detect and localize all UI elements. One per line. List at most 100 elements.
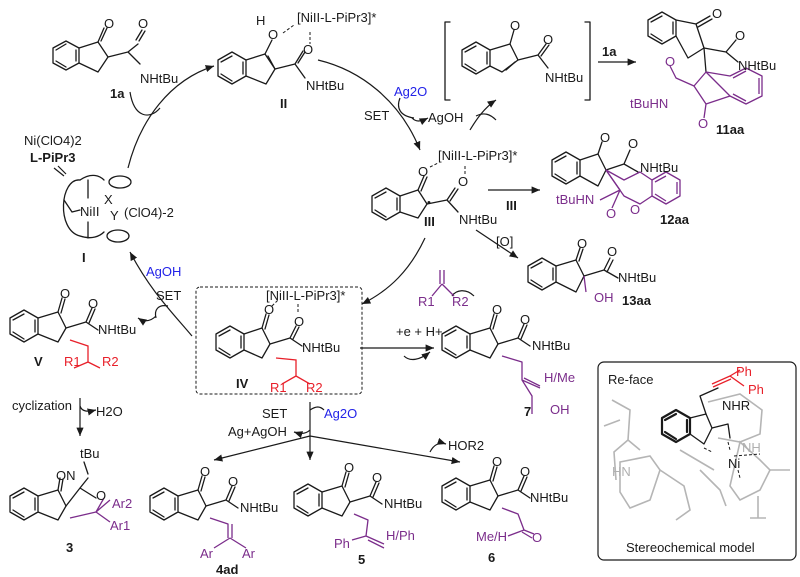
nickel-complex-label: [NiII-L-PiPr3]* (438, 148, 517, 163)
svg-text:O: O (607, 244, 617, 259)
svg-text:O: O (712, 6, 722, 21)
intermediate-curl-arrow (475, 113, 497, 121)
reagent-agoh: AgOH (428, 110, 463, 125)
substituent-label: tBuHN (556, 192, 594, 207)
svg-text:O: O (418, 164, 428, 179)
substituent-label: NHtBu (459, 212, 497, 227)
r1-label: R1 (418, 294, 435, 309)
ligand-x-label: X (104, 192, 113, 207)
agoh-release-arrow (411, 117, 429, 125)
terminal-substituent-label: H/Ph (386, 528, 415, 543)
compound-label: I (82, 250, 86, 265)
reagent-agoh: AgOH (146, 264, 181, 279)
nickel-complex-label: [NiII-L-PiPr3]* (266, 288, 345, 303)
catalyst-addition-arrow (53, 165, 67, 177)
svg-text:•: • (427, 197, 431, 209)
svg-text:O: O (630, 202, 640, 217)
substrate-1a-entry-arrow (129, 91, 161, 116)
svg-text:O: O (532, 530, 542, 545)
svg-text:O: O (268, 27, 278, 42)
compound-5: O O NHtBu Ph H/Ph 5 (293, 460, 422, 567)
cyclization-label: cyclization (12, 398, 72, 413)
to-intermediate-arrow (469, 99, 497, 131)
svg-text:O: O (372, 470, 382, 485)
svg-text:O: O (665, 54, 675, 69)
compound-label: IV (236, 376, 249, 391)
cycle-arrow-II-to-III (317, 59, 421, 151)
svg-text:O: O (264, 302, 274, 317)
r2-label: R2 (306, 380, 323, 395)
arrow-to-6 (309, 435, 461, 465)
substituent-label: NHtBu (98, 322, 136, 337)
ar1-label: Ar1 (110, 518, 130, 533)
water-label: H2O (96, 404, 123, 419)
compound-4ad: O O NHtBu Ar Ar 4ad (149, 464, 278, 577)
stereochemical-model: Re-face Ph Ph NHR Ni HN NH Stereochemica… (597, 361, 797, 561)
compound-label: 13aa (622, 293, 652, 308)
nickel-label: NiII (80, 204, 100, 219)
reduction-label: +e + H+ (396, 324, 443, 339)
alkene-reagent: R1 R2 (418, 270, 469, 309)
compound-7: O O NHtBu H/Me OH 7 (441, 302, 575, 419)
compound-3: ON O tBu Ar2 Ar1 3 (9, 446, 132, 555)
substituent-label: NHtBu (306, 78, 344, 93)
compound-label: 6 (488, 550, 495, 565)
svg-text:O: O (510, 18, 520, 33)
compound-13aa: O O OH NHtBu 13aa (527, 236, 656, 308)
svg-text:O: O (60, 286, 70, 301)
to-V-arrow (137, 315, 157, 326)
compound-11aa: O O O O NHtBu tBuHN 11aa (630, 6, 776, 137)
hydroxyl-label: OH (594, 290, 614, 305)
cycle-arrow-I-to-II (127, 65, 215, 169)
nickel-label: Ni (728, 456, 740, 471)
compound-label: 11aa (716, 122, 745, 137)
compound-label: 1a (110, 86, 125, 101)
hor2-release-arrow (429, 437, 447, 453)
ag2o-bottom-entry-arrow (309, 406, 325, 411)
ar-label: Ar (200, 546, 214, 561)
svg-text:O: O (344, 460, 354, 475)
terminal-substituent-label: Me/H (476, 529, 507, 544)
phenyl-label: Ph (748, 382, 764, 397)
svg-text:O: O (735, 28, 745, 43)
substituent-label: NHtBu (530, 490, 568, 505)
compound-label: 3 (66, 540, 73, 555)
phenyl-label: Ph (736, 364, 752, 379)
ag-agoh-label: Ag+AgOH (228, 424, 287, 439)
r2-label: R2 (452, 294, 469, 309)
ligand-label: L-PiPr3 (30, 150, 76, 165)
svg-text:O: O (200, 464, 210, 479)
set-label: SET (156, 288, 181, 303)
nhr-label: NHR (722, 398, 750, 413)
reagent-ag2o: Ag2O (394, 84, 427, 99)
svg-text:O: O (606, 206, 616, 221)
compound-label: 7 (524, 404, 531, 419)
compound-V: O O NHtBu R1 R2 V (9, 286, 136, 369)
arrow-to-4ad (213, 435, 311, 462)
svg-text:O: O (628, 136, 638, 151)
compound-12aa: O O O O NHtBu tBuHN 12aa (551, 130, 690, 227)
face-label: Re-face (608, 372, 654, 387)
substituent-label: NHtBu (532, 338, 570, 353)
svg-text:H: H (256, 13, 265, 28)
agoh-entry-arrow (154, 305, 169, 319)
cycle-arrow-IV-to-I (129, 251, 193, 337)
compound-IV: O O [NiII-L-PiPr3]* NHtBu R1 R2 IV (195, 286, 363, 395)
r2-label: R2 (102, 354, 119, 369)
ag-agoh-release-arrow (293, 429, 311, 439)
compound-label: V (34, 354, 43, 369)
ar-label: Ar (242, 546, 256, 561)
compound-indenone-intermediate: O O NHtBu (444, 18, 591, 101)
compound-label: II (280, 96, 287, 111)
ligand-y-label: Y (110, 208, 119, 223)
compound-I: NiII X Y (ClO4)-2 I (62, 174, 174, 265)
svg-text:O: O (458, 174, 468, 189)
substituent-label: NHtBu (640, 160, 678, 175)
r1-label: R1 (64, 354, 81, 369)
substituent-label: NHtBu (545, 70, 583, 85)
substituent-label: NHtBu (384, 496, 422, 511)
r1-label: R1 (270, 380, 287, 395)
nickel-complex-label: [NiII-L-PiPr3]* (297, 10, 376, 25)
compound-6: O O NHtBu Me/H O 6 (441, 454, 568, 565)
